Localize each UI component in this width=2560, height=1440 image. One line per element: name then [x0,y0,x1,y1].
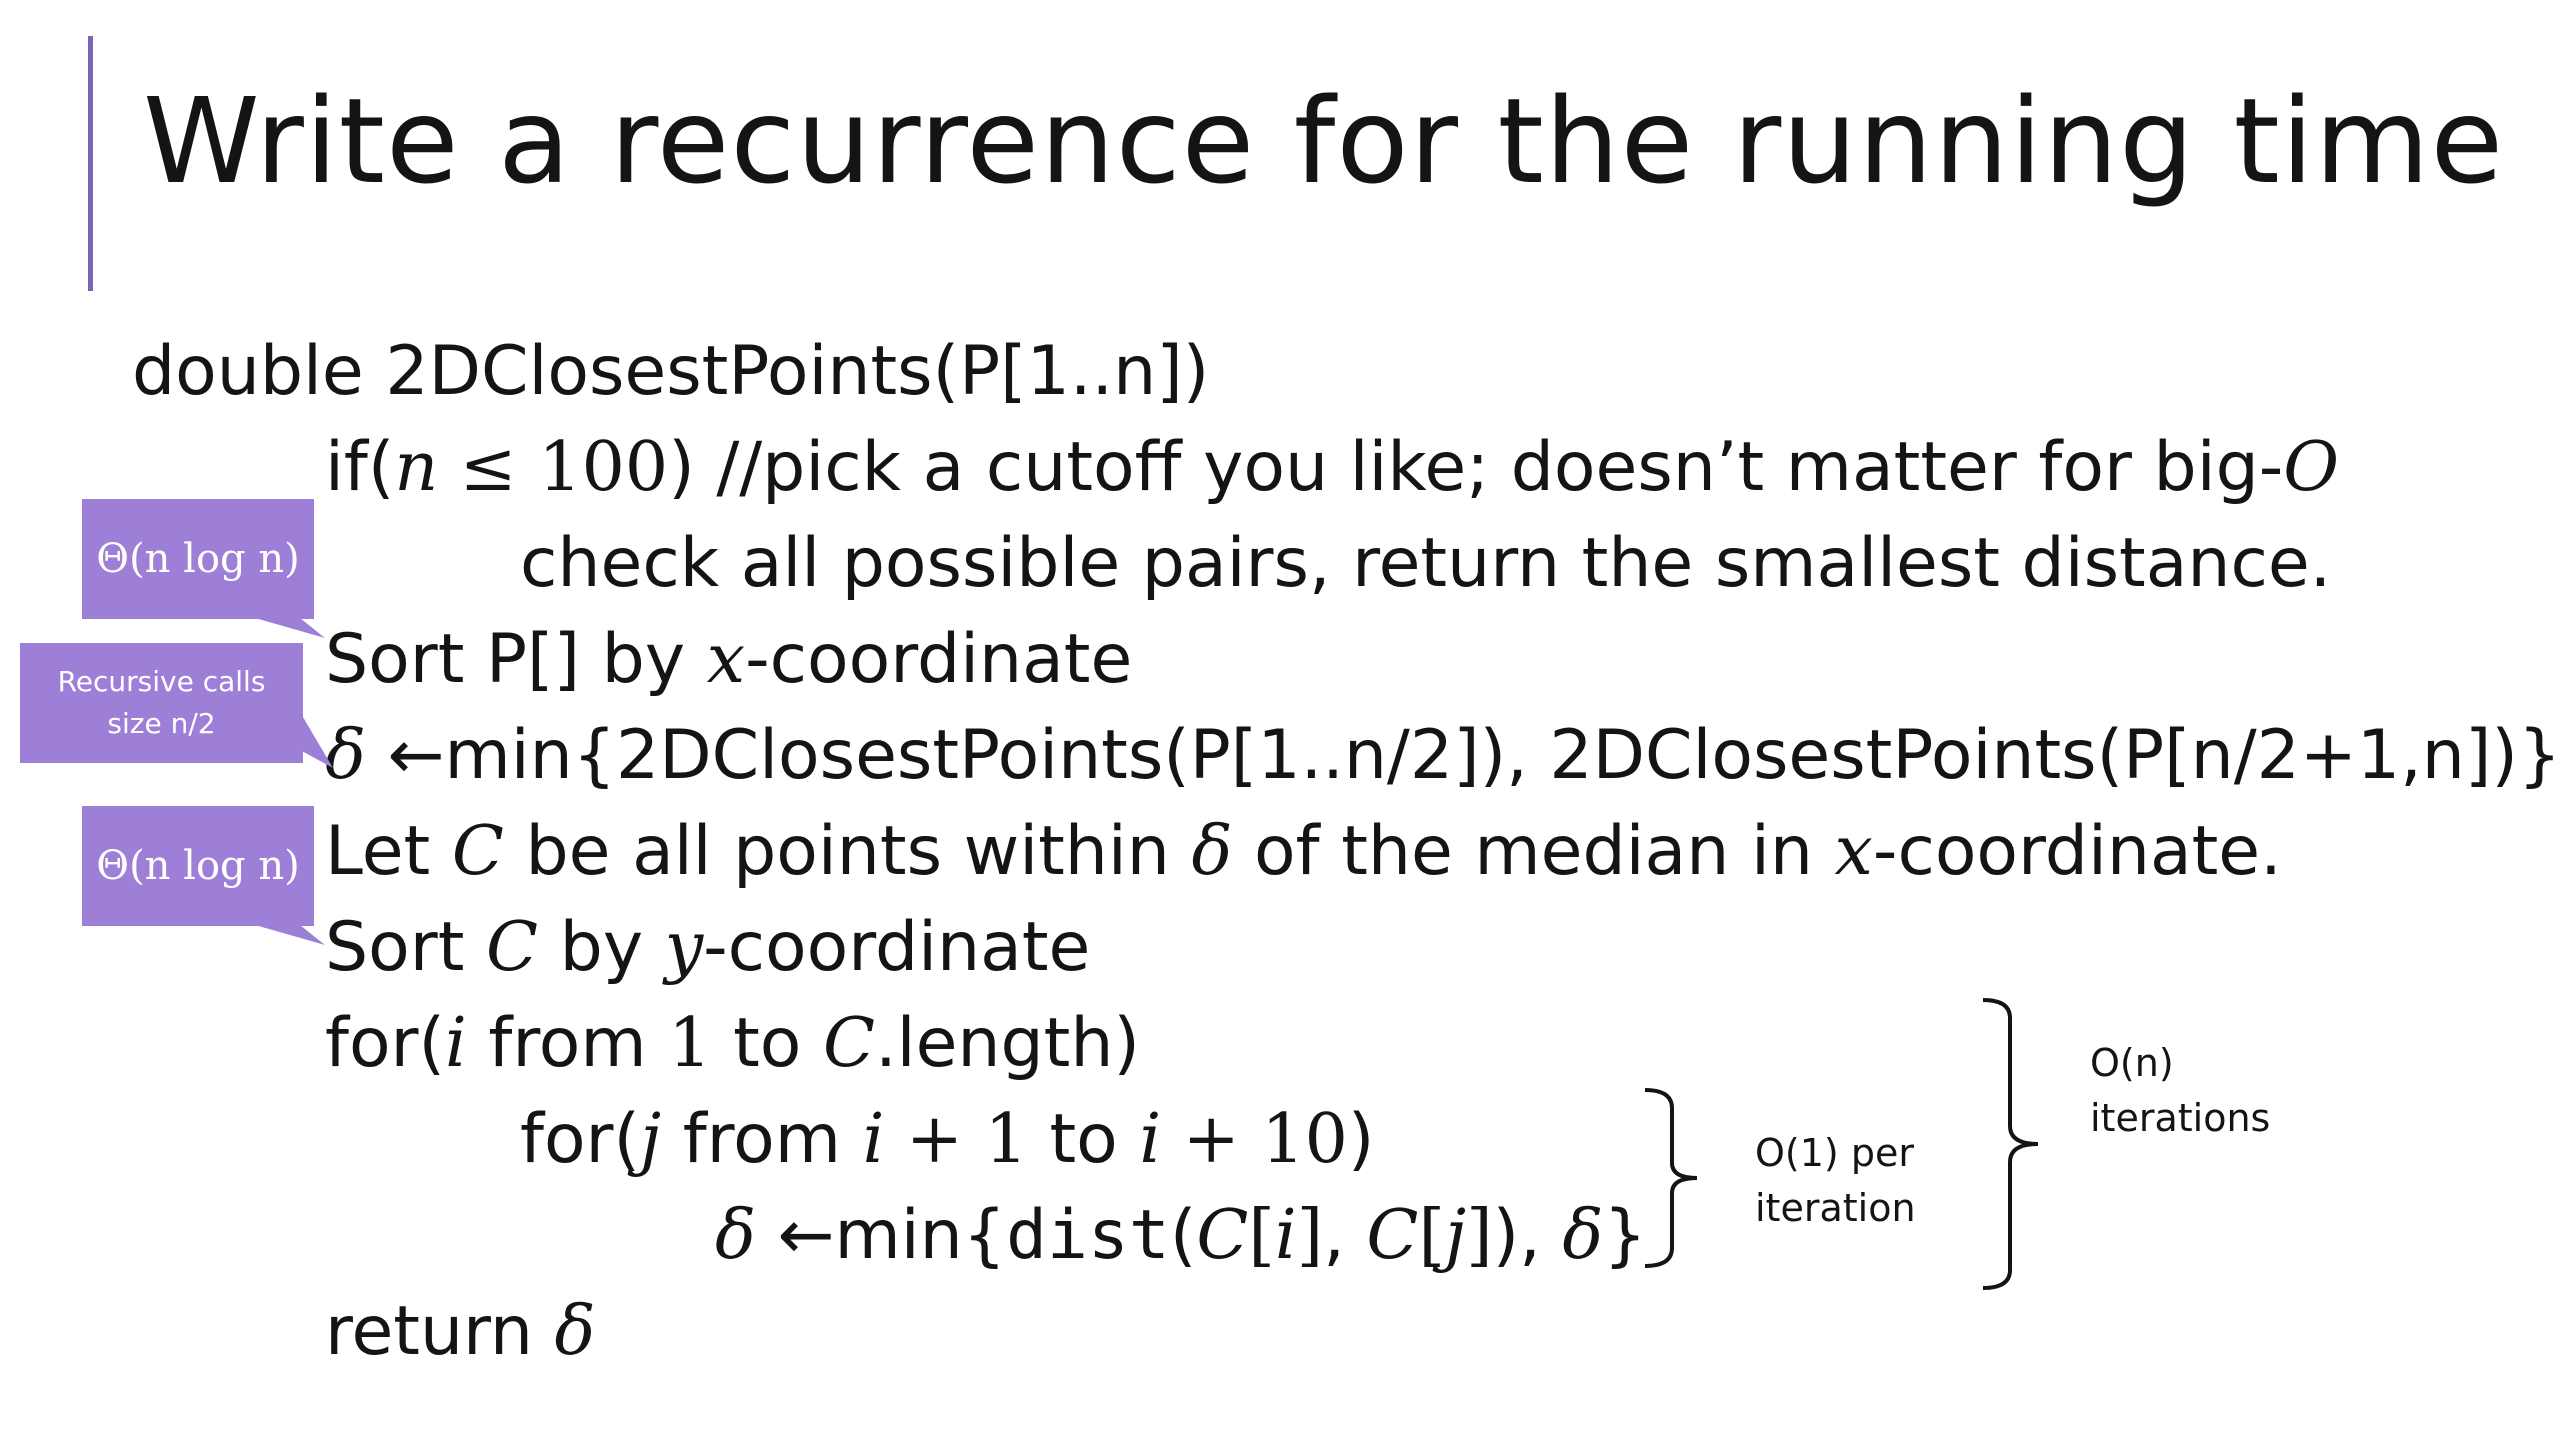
code-line-function-signature: double 2DClosestPoints(P[1..n]) [132,332,1210,411]
math-delta: δ [715,1196,756,1275]
token: to [1027,1100,1140,1179]
callout-recursive-line1: Recursive calls [57,665,266,698]
code-comment: //pick a cutoff you like; doesn’t matter… [694,428,2284,507]
code-line-check-pairs: check all possible pairs, return the sma… [520,524,2332,603]
token: Sort [325,908,487,987]
token: -coordinate [703,908,1091,987]
math-C: C [823,1004,876,1083]
math-delta: δ [554,1292,596,1371]
token: Sort P[] by [325,620,707,699]
math-C: C [1366,1196,1419,1275]
token: ), [1492,1196,1563,1275]
math-C: C [451,812,504,891]
code-line-sort-p: Sort P[] by x-coordinate [325,626,1132,694]
math-delta: δ [1191,812,1233,891]
callout-sort-p-complexity: Θ(n log n) [82,499,314,619]
token: of the median in [1232,812,1835,891]
token: -coordinate [745,620,1133,699]
callout-recursive-line2: size n/2 [107,707,216,740]
callout-recursive-calls: Recursive calls size n/2 [20,643,303,763]
code-line-inner-for: for(j from i + 1 to i + 10) [520,1106,1374,1174]
code-line-recursive-calls: δ ←min{2DClosestPoints(P[1..n/2]), 2DClo… [325,722,2560,790]
token: ) [1347,1100,1375,1179]
callout-sort-c-complexity: Θ(n log n) [82,806,314,926]
math-n: n [394,428,439,507]
accent-bar [88,36,93,291]
math-plus: + [1161,1100,1262,1179]
math-i: i [862,1100,885,1179]
annotation-outer-loop: O(n) iterations [2090,1036,2270,1146]
outer-loop-brace [1982,998,2039,1290]
slide-title: Write a recurrence for the running time [143,72,2505,210]
token: from [661,1100,863,1179]
math-100: 100 [538,428,669,507]
math-x: x [706,620,746,699]
annotation-inner-line2: iteration [1755,1186,1916,1231]
token: by [538,908,665,987]
callout-tail-sort-p [255,618,325,638]
math-y: y [664,908,704,987]
code-line-outer-for: for(i from 1 to C.length) [325,1010,1140,1078]
math-10: 10 [1261,1100,1348,1179]
token: to [711,1004,824,1083]
code-line-min-dist: δ ←min{dist(C[i], C[j]), δ} [715,1202,1647,1270]
token: ←min{2DClosestPoints(P[1..n/2]), 2DClose… [365,716,2560,795]
token: be all points within [503,812,1192,891]
math-bracket: ] [1296,1196,1324,1275]
annotation-outer-line1: O(n) [2090,1041,2174,1085]
math-bracket: [ [1248,1196,1275,1275]
annotation-outer-line2: iterations [2090,1096,2271,1141]
token: for( [325,1004,446,1083]
token: Let [325,812,452,891]
math-C: C [486,908,539,987]
token: ) [668,428,695,507]
code-line-if-cutoff: if(n ≤ 100) //pick a cutoff you like; do… [325,434,2339,502]
math-j: j [1444,1196,1467,1275]
code-line-sort-c: Sort C by y-coordinate [325,914,1090,982]
code-line-let-c: Let C be all points within δ of the medi… [325,818,2282,886]
math-delta: δ [1562,1196,1604,1275]
math-j: j [640,1100,662,1179]
math-plus: + [884,1100,985,1179]
math-i: i [1274,1196,1297,1275]
token: -coordinate. [1872,812,2282,891]
math-i: i [1139,1100,1162,1179]
math-1: 1 [668,1004,712,1083]
math-delta: δ [325,716,366,795]
code-dist: dist [1006,1196,1170,1275]
math-1: 1 [984,1100,1028,1179]
token: .length) [875,1004,1140,1083]
math-le: ≤ [438,428,539,507]
token: return [325,1292,555,1371]
callout-tail-sort-c [255,925,325,945]
math-C: C [1196,1196,1249,1275]
token: ( [1169,1196,1197,1275]
token: for( [520,1100,641,1179]
inner-loop-brace [1644,1088,1698,1268]
annotation-inner-line1: O(1) per [1755,1131,1914,1175]
annotation-inner-loop: O(1) per iteration [1755,1126,1916,1236]
math-bracket: ] [1466,1196,1493,1275]
token: , [1323,1196,1367,1275]
token: from [466,1004,669,1083]
code-line-return: return δ [325,1298,596,1366]
math-O: O [2283,428,2340,507]
callout-tail-recursive [300,712,333,768]
token: ←min{ [755,1196,1007,1275]
math-x: x [1834,812,1873,891]
token: if( [325,428,395,507]
token: } [1603,1196,1647,1275]
math-bracket: [ [1418,1196,1445,1275]
math-i: i [445,1004,467,1083]
